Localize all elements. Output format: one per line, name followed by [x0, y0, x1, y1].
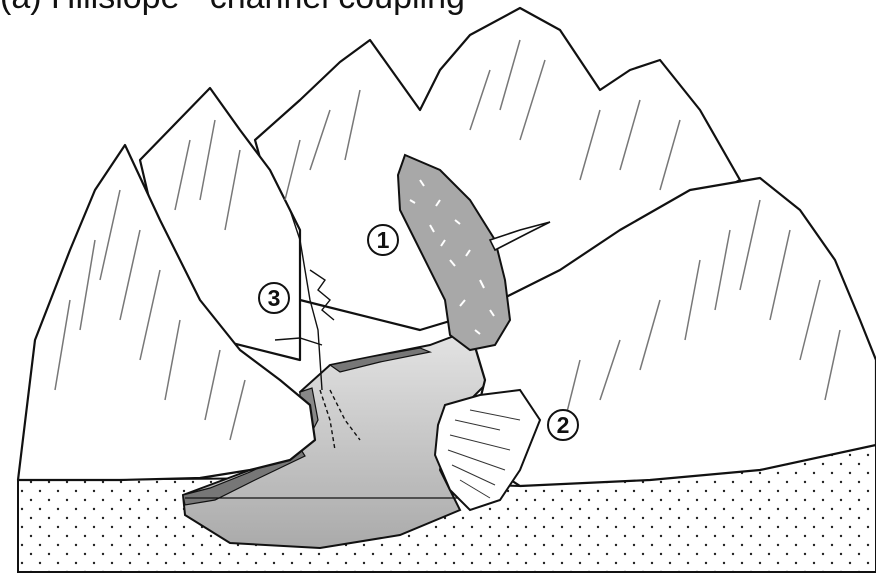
svg-text:3: 3 [268, 285, 281, 311]
svg-text:2: 2 [557, 412, 570, 438]
svg-text:1: 1 [377, 227, 390, 253]
marker-2: 2 [548, 410, 578, 440]
marker-1: 1 [368, 225, 398, 255]
marker-3: 3 [259, 283, 289, 313]
